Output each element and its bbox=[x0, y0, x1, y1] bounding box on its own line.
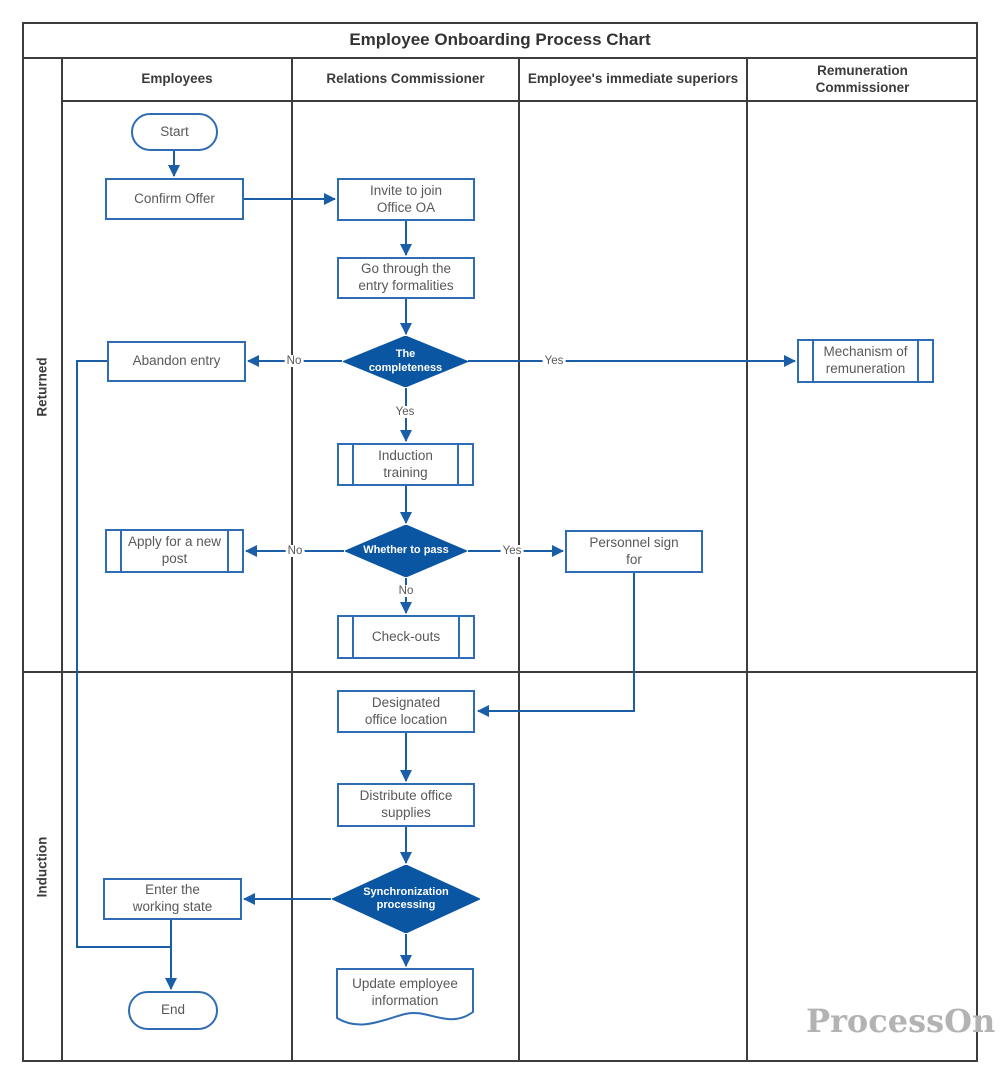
node-induction-training: Induction training bbox=[337, 443, 474, 486]
node-sync-processing-decision: Synchronization processing bbox=[332, 865, 480, 933]
lane-header-immediate-superiors: Employee's immediate superiors bbox=[527, 71, 739, 87]
predefined-bar-icon bbox=[352, 615, 354, 659]
node-personnel-sign: Personnel sign for bbox=[565, 530, 703, 573]
predefined-bar-icon bbox=[457, 443, 459, 486]
node-induction-training-label: Induction training bbox=[378, 447, 433, 480]
node-entry-formalities-label: Go through the entry formalities bbox=[358, 261, 454, 293]
node-completeness-decision: The completeness bbox=[343, 336, 468, 387]
document-shape bbox=[336, 968, 474, 1026]
node-whether-to-pass-decision: Whether to pass bbox=[345, 525, 467, 577]
node-check-outs: Check-outs bbox=[337, 615, 475, 659]
predefined-bar-icon bbox=[352, 443, 354, 486]
lane-header-employees: Employees bbox=[141, 71, 213, 87]
node-distribute-supplies-label: Distribute office supplies bbox=[359, 788, 453, 820]
row-label-strip-line bbox=[61, 57, 63, 1062]
predefined-bar-icon bbox=[120, 529, 122, 573]
node-end-label: End bbox=[160, 1002, 186, 1018]
lane-divider-3 bbox=[746, 57, 748, 1062]
predefined-bar-icon bbox=[812, 339, 814, 383]
edge-label-no: No bbox=[285, 545, 305, 557]
predefined-bar-icon bbox=[458, 615, 460, 659]
node-completeness-label: The completeness bbox=[368, 348, 443, 374]
edge-label-yes: Yes bbox=[393, 406, 417, 418]
node-confirm-offer: Confirm Offer bbox=[105, 178, 244, 220]
node-personnel-sign-label: Personnel sign for bbox=[589, 534, 679, 567]
node-enter-working-state: Enter the working state bbox=[103, 878, 242, 920]
node-apply-new-post: Apply for a new post bbox=[105, 529, 244, 573]
lane-header-relations-commissioner: Relations Commissioner bbox=[326, 71, 485, 87]
node-check-outs-label: Check-outs bbox=[371, 628, 441, 644]
edge-label-yes: Yes bbox=[542, 355, 566, 367]
node-update-employee-info-label: Update employee information bbox=[352, 976, 458, 1008]
node-designated-office: Designated office location bbox=[337, 690, 475, 733]
title-separator-line bbox=[22, 57, 978, 59]
node-sync-processing-label: Synchronization processing bbox=[363, 885, 449, 911]
processon-watermark: ProcessOn bbox=[806, 1002, 996, 1040]
header-separator-line bbox=[62, 100, 978, 102]
node-abandon-entry: Abandon entry bbox=[107, 341, 246, 382]
node-start-label: Start bbox=[160, 123, 189, 139]
node-mechanism-remuneration: Mechanism of remuneration bbox=[797, 339, 934, 383]
node-confirm-offer-label: Confirm Offer bbox=[134, 190, 215, 206]
node-mechanism-remuneration-label: Mechanism of remuneration bbox=[823, 344, 908, 376]
chart-title: Employee Onboarding Process Chart bbox=[349, 29, 651, 49]
node-end: End bbox=[128, 991, 218, 1030]
node-apply-new-post-label: Apply for a new post bbox=[127, 534, 222, 566]
node-designated-office-label: Designated office location bbox=[364, 694, 448, 727]
edge-label-no: No bbox=[396, 585, 416, 597]
node-entry-formalities: Go through the entry formalities bbox=[337, 257, 475, 299]
node-invite-office-oa-label: Invite to join Office OA bbox=[369, 182, 443, 215]
lane-divider-1 bbox=[291, 57, 293, 1062]
node-distribute-supplies: Distribute office supplies bbox=[337, 783, 475, 827]
diamond-shape bbox=[345, 525, 467, 577]
node-abandon-entry-label: Abandon entry bbox=[132, 353, 221, 369]
node-invite-office-oa: Invite to join Office OA bbox=[337, 178, 475, 221]
predefined-bar-icon bbox=[917, 339, 919, 383]
lane-header-remuneration-commissioner: Remuneration Commissioner bbox=[747, 59, 978, 100]
node-start: Start bbox=[131, 113, 218, 151]
edge-label-no: No bbox=[284, 355, 304, 367]
node-enter-working-state-label: Enter the working state bbox=[132, 882, 213, 914]
row-label-induction: Induction bbox=[34, 836, 50, 898]
predefined-bar-icon bbox=[227, 529, 229, 573]
lane-divider-2 bbox=[518, 57, 520, 1062]
node-update-employee-info: Update employee information bbox=[336, 968, 474, 1030]
diamond-shape bbox=[343, 336, 468, 387]
chart-outer-border bbox=[22, 22, 978, 1062]
diamond-shape bbox=[332, 865, 480, 933]
row-separator-line bbox=[22, 671, 978, 673]
lane-header-remuneration-label: Remuneration Commissioner bbox=[815, 62, 910, 95]
node-whether-to-pass-label: Whether to pass bbox=[363, 544, 449, 557]
row-label-returned: Returned bbox=[34, 357, 50, 417]
edge-label-yes: Yes bbox=[500, 545, 524, 557]
